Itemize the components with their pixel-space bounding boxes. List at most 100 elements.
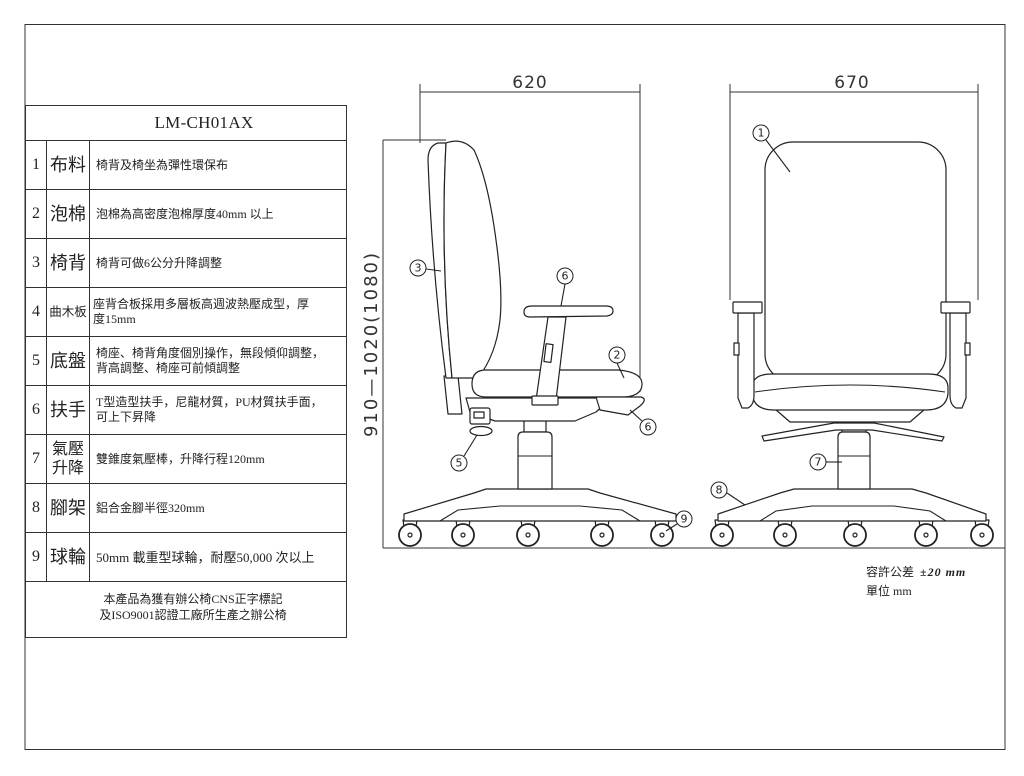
unit-label: 單位 mm [866,584,912,598]
callout-caster: 9 [665,510,693,532]
part-description: 椅座、椅背角度個別操作，無段傾仰調整， 背高調整、椅座可前傾調整 [90,337,346,386]
svg-text:8: 8 [716,484,723,497]
callout-mechanism: 5 [450,434,478,472]
description-line: 座背合板採用多層板高週波熱壓成型，厚 [93,297,310,311]
certification-note: 本產品為獲有辦公椅CNS正字標記 及ISO9001認證工廠所生產之辦公椅 [26,582,346,637]
caster-axle [979,532,985,538]
tilt-mechanism [774,408,926,423]
gas-cylinder-cover [837,431,871,490]
side-width-label: 620 [512,73,547,93]
backrest-support-bar [443,375,463,415]
caster-axle [659,532,665,538]
star-base [403,488,677,522]
armrest-post-left [737,312,755,409]
svg-text:6: 6 [645,421,652,434]
armrest-adjuster-right [964,342,971,356]
description-line: 鋁合金腳半徑320mm [96,500,205,515]
caster-wheel [650,519,674,547]
description-line: 雙錐度氣壓棒，升降行程120mm [96,451,265,466]
description-line: 50mm 載重型球輪，耐壓50,000 次以上 [96,549,315,565]
row-number: 9 [26,533,47,582]
caster-wheel [451,519,475,547]
certification-line: 及ISO9001認證工廠所生產之辦公椅 [99,607,287,622]
callout-gas-lift: 7 [809,453,842,471]
armrest-post-right [949,312,967,409]
star-base-front-leg [439,505,641,522]
row-number: 3 [26,239,47,288]
star-base [717,488,987,522]
part-name: 扶手 [47,386,90,435]
part-description: T型造型扶手，尼龍材質，PU材質扶手面， 可上下昇降 [90,386,346,435]
description-line: 可上下昇降 [96,410,157,424]
part-name: 布料 [47,141,90,190]
height-range-label: 910—1020(1080) [361,251,382,437]
armrest-base-bracket [595,396,645,416]
part-name: 椅背 [47,239,90,288]
dimension-lines [382,84,1005,549]
caster-wheel [914,519,938,547]
caster-wheel [398,519,422,547]
row-number: 7 [26,435,47,484]
description-line: 泡棉為高密度泡棉厚度40mm 以上 [96,206,274,221]
side-casters [398,519,674,547]
backrest [764,141,947,383]
callout-armrest-top: 6 [556,267,574,307]
armrest-adjuster-left [733,342,740,356]
callout-armrest-bracket: 6 [629,409,657,436]
caster-axle [599,532,605,538]
tilt-lever-knob [469,425,493,437]
description-line: 椅背可做6公分升降調整 [96,255,223,270]
svg-text:5: 5 [456,457,463,470]
caster-wheel [590,519,614,547]
part-description: 座背合板採用多層板高週波熱壓成型，厚 度15mm [90,288,346,337]
part-description: 泡棉為高密度泡棉厚度40mm 以上 [90,190,346,239]
part-name: 曲木板 [47,288,90,337]
part-name: 腳架 [47,484,90,533]
front-width-label: 670 [834,73,869,93]
caster-wheel [970,519,994,547]
part-description: 鋁合金腳半徑320mm [90,484,346,533]
spec-table: LM-CH01AX 1 布料 椅背及椅坐為彈性環保布 2 泡棉 泡棉為高密度泡棉… [25,105,347,638]
description-line: 度15mm [93,312,136,326]
callout-base: 8 [710,481,746,506]
svg-text:3: 3 [415,262,422,275]
backrest-cushion [443,140,502,379]
description-line: T型造型扶手，尼龍材質，PU材質扶手面， [96,395,323,409]
part-name: 氣壓升降 [47,435,90,484]
mechanism-knob-detail [473,411,485,419]
front-view-chair [710,141,994,547]
caster-axle [407,532,413,538]
caster-axle [460,532,466,538]
row-number: 5 [26,337,47,386]
description-line: 椅背及椅坐為彈性環保布 [96,157,229,172]
side-view-chair [398,140,677,547]
part-description: 50mm 載重型球輪，耐壓50,000 次以上 [90,533,346,582]
row-number: 6 [26,386,47,435]
front-casters [710,519,994,547]
armrest-post-connector [531,395,559,406]
part-name: 底盤 [47,337,90,386]
caster-wheel [843,519,867,547]
svg-text:7: 7 [815,456,822,469]
caster-axle [923,532,929,538]
description-line: 背高調整、椅座可前傾調整 [96,361,241,375]
part-name: 球輪 [47,533,90,582]
tolerance-notes: 容許公差±20 mm 單位 mm [866,563,966,601]
armrest-pad-right [940,301,971,314]
tilt-lever-plate [761,422,945,442]
star-base-front-leg [759,505,947,522]
svg-text:6: 6 [562,270,569,283]
part-callouts: 3 6 2 6 5 [409,124,842,532]
row-number: 1 [26,141,47,190]
part-description: 椅背及椅坐為彈性環保布 [90,141,346,190]
tolerance-value: ±20 mm [920,565,967,579]
description-line: 椅座、椅背角度個別操作，無段傾仰調整， [96,346,325,360]
row-number: 4 [26,288,47,337]
caster-axle [852,532,858,538]
certification-line: 本產品為獲有辦公椅CNS正字標記 [103,591,283,606]
caster-axle [782,532,788,538]
seat-cushion [751,373,949,411]
callout-fabric: 1 [752,124,791,173]
svg-text:9: 9 [681,513,688,526]
